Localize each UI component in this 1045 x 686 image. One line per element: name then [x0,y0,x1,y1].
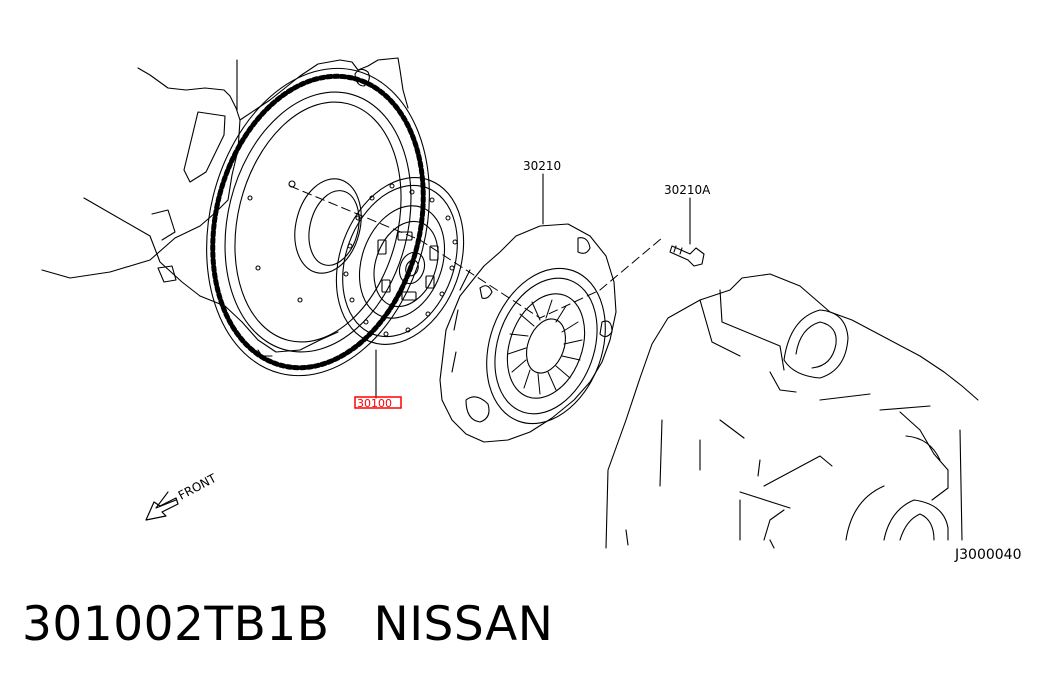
exploded-parts-diagram: 30100 30210 30210A FRONT J3000040 [41,57,1021,563]
part-number-highlight [354,396,402,409]
front-arrow-icon [145,491,179,521]
brand-name: NISSAN [373,597,554,652]
part-footer: 301002TB1B NISSAN [22,597,553,652]
cover-bolt [669,245,705,267]
transmission-case [605,273,979,549]
drawing-code: J3000040 [954,547,1021,563]
flywheel [206,67,430,377]
label-30210[interactable]: 30210 [523,159,561,173]
clutch-cover [439,223,617,443]
assembly-centre-line [289,185,663,319]
label-30210a[interactable]: 30210A [664,183,711,197]
part-number: 301002TB1B [22,597,330,652]
label-30100[interactable]: 30100 [357,397,392,410]
clutch-disc [335,177,465,345]
front-label: FRONT [176,471,219,503]
